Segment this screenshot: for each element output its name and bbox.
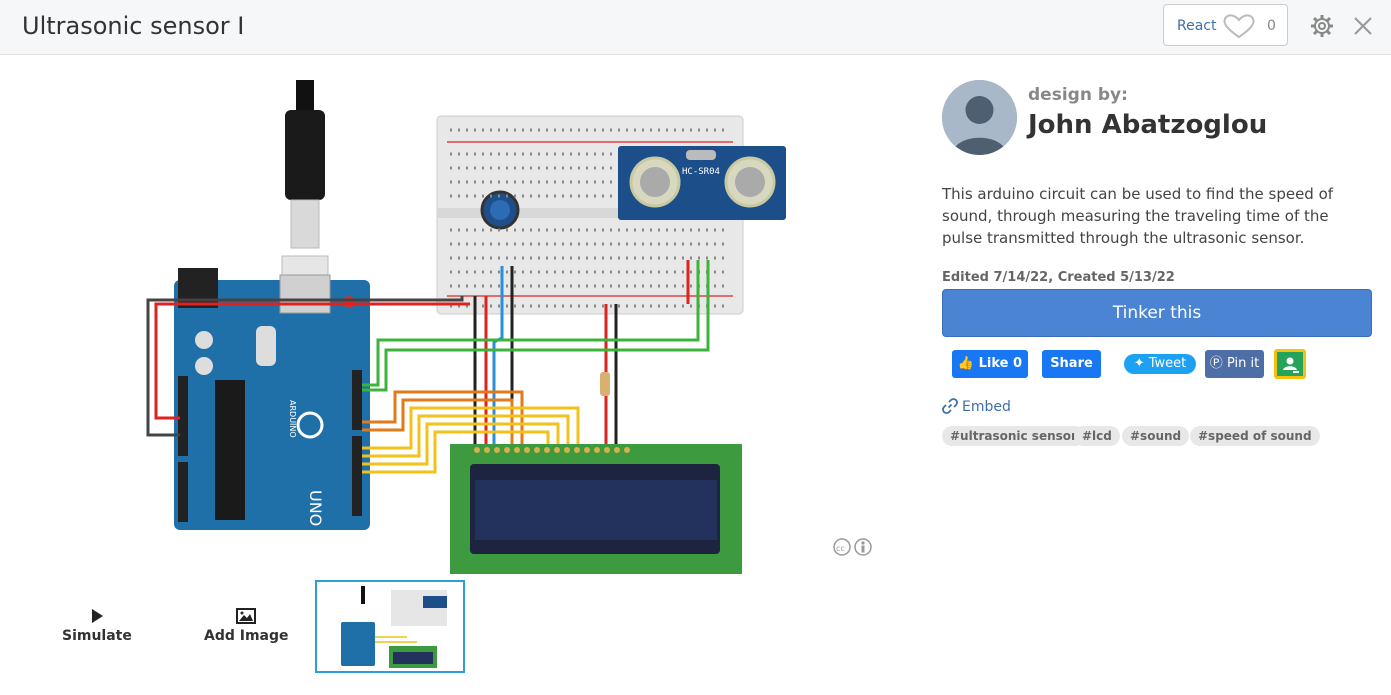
- sensor-label: HC-SR04: [682, 167, 720, 177]
- arduino-board: UNO ARDUINO: [174, 268, 370, 530]
- lcd-display: [450, 444, 742, 574]
- user-silhouette-icon: [942, 80, 1017, 155]
- tweet-button[interactable]: ✦ Tweet: [1124, 354, 1196, 374]
- circuit-diagram: UNO ARDUINO HC-SR04: [146, 80, 786, 574]
- pinterest-icon: Ⓟ: [1209, 356, 1223, 371]
- add-image-label: Add Image: [204, 628, 289, 644]
- react-count: 0: [1267, 18, 1276, 34]
- facebook-like-button[interactable]: 👍 Like 0: [952, 350, 1028, 378]
- tag-lcd[interactable]: #lcd: [1074, 426, 1120, 446]
- edited-date: Edited 7/14/22, Created 5/13/22: [942, 270, 1175, 285]
- top-bar: Ultrasonic sensor I React 0: [0, 0, 1391, 55]
- twitter-bird-icon: ✦: [1133, 356, 1145, 371]
- board-brand: ARDUINO: [288, 400, 297, 438]
- image-icon: [236, 608, 257, 624]
- heart-icon: [1223, 14, 1255, 39]
- design-thumbnail[interactable]: [315, 580, 465, 673]
- svg-text:cc: cc: [836, 544, 845, 553]
- creative-commons-icon: cc: [833, 538, 872, 556]
- add-image-button[interactable]: Add Image: [204, 608, 289, 644]
- thumbnail-image: [341, 586, 447, 668]
- embed-label: Embed: [962, 399, 1011, 415]
- wires: [146, 260, 710, 474]
- play-icon: [91, 609, 103, 623]
- tag-sound[interactable]: #sound: [1122, 426, 1190, 446]
- tinker-this-button[interactable]: Tinker this: [942, 289, 1372, 337]
- facebook-share-button[interactable]: Share: [1042, 350, 1101, 378]
- simulate-button[interactable]: Simulate: [62, 608, 132, 644]
- google-classroom-button[interactable]: [1274, 349, 1306, 379]
- page-title: Ultrasonic sensor I: [22, 12, 245, 40]
- pin-it-button[interactable]: Ⓟ Pin it: [1205, 350, 1264, 378]
- ultrasonic-sensor: HC-SR04: [618, 146, 786, 220]
- pin-label: Pin it: [1226, 356, 1260, 371]
- like-label: Like 0: [978, 356, 1023, 371]
- thumbs-up-icon: 👍: [957, 356, 975, 371]
- simulate-label: Simulate: [62, 628, 132, 644]
- board-label: UNO: [306, 490, 325, 526]
- resistor: [600, 372, 610, 396]
- gear-icon[interactable]: [1310, 14, 1334, 38]
- tag-speed-of-sound[interactable]: #speed of sound: [1190, 426, 1320, 446]
- design-description: This arduino circuit can be used to find…: [942, 185, 1334, 247]
- embed-link[interactable]: Embed: [942, 398, 1011, 415]
- tweet-label: Tweet: [1148, 356, 1187, 371]
- avatar[interactable]: [942, 80, 1017, 155]
- react-button[interactable]: React 0: [1163, 4, 1288, 46]
- author-name[interactable]: John Abatzoglou: [1028, 110, 1268, 140]
- tag-ultrasonic-sensor[interactable]: #ultrasonic sensor: [942, 426, 1085, 446]
- classroom-icon: [1283, 357, 1299, 373]
- close-icon[interactable]: [1352, 15, 1374, 37]
- link-icon: [942, 398, 958, 414]
- design-by-label: design by:: [1028, 85, 1128, 105]
- react-label: React: [1177, 18, 1217, 34]
